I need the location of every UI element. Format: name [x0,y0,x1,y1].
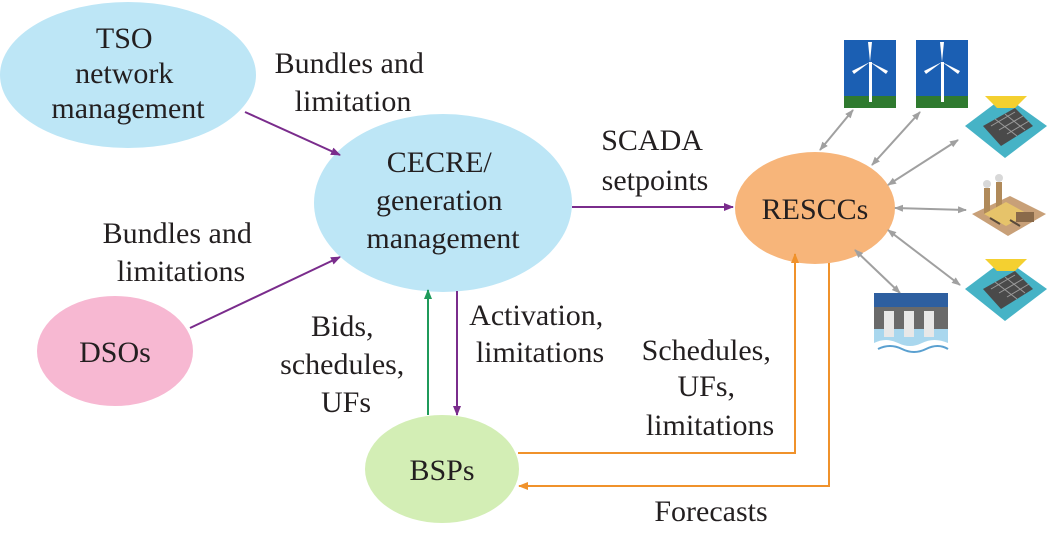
node-bsps: BSPs [365,415,519,523]
node-resccs-label: RESCCs [762,193,869,226]
edge-label-bsps-to-cecre: Bids, schedules, UFs [280,310,412,419]
edge-label-resccs-to-bsps: Forecasts [654,495,767,528]
edge-label-tso-to-cecre: Bundles and limitation [275,47,432,118]
node-resccs: RESCCs [735,152,895,264]
node-tso: TSO network management [0,2,256,148]
asset-link-1 [819,109,854,151]
edge-resccs-to-bsps [518,263,830,490]
edge-label-cecre-to-resccs: SCADA setpoints [601,124,709,197]
node-cecre: CECRE/ generation management [314,114,572,292]
wind-turbine-icon [916,40,968,108]
edge-label-bsps-to-resccs: Schedules, UFs, limitations [642,334,779,442]
edge-bsps-to-resccs [518,253,799,454]
node-tso-label: TSO network management [51,22,205,125]
edge-dsos-to-cecre [189,256,341,329]
solar-panel-icon [965,259,1047,321]
solar-panel-icon [965,96,1047,158]
node-bsps-label: BSPs [409,454,474,487]
asset-link-5 [887,229,961,286]
node-dsos: DSOs [37,296,193,406]
wind-turbine-icon [844,40,896,108]
asset-link-4 [894,204,967,214]
hydro-dam-icon [874,293,949,355]
edge-label-cecre-to-bsps: Activation, limitations [469,299,611,369]
asset-link-2 [871,111,921,166]
node-cecre-label: CECRE/ generation management [366,146,520,255]
asset-link-6 [854,249,901,294]
edge-label-dsos-to-cecre: Bundles and limitations [103,217,260,288]
power-plant-icon [972,174,1046,236]
edge-tso-to-cecre [244,111,341,156]
asset-link-3 [887,139,959,186]
node-dsos-label: DSOs [79,336,151,369]
asset-links [819,109,967,294]
